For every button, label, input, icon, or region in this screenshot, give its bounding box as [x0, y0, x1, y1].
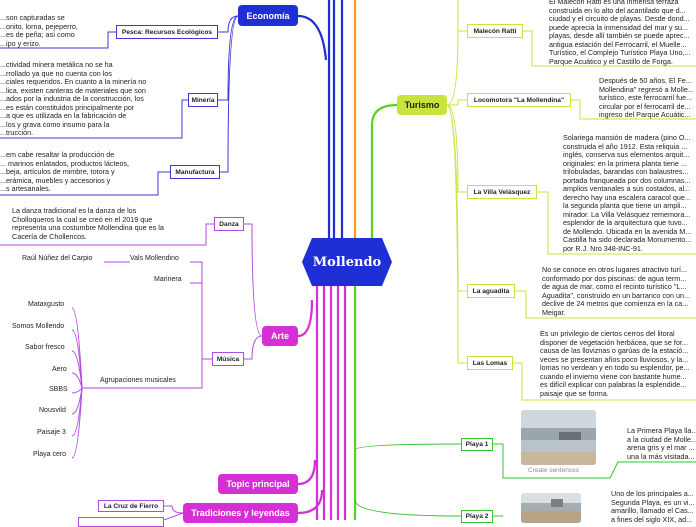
central-topic-label: Mollendo	[312, 254, 382, 270]
cruz-de-fierro-node[interactable]: La Cruz de Fierro	[98, 500, 164, 512]
agrupacion-item[interactable]: Somos Mollendo	[12, 323, 65, 330]
raul-nunez-item[interactable]: Raúl Núñez del Carpio	[22, 255, 93, 262]
agrupacion-item[interactable]: Paisaje 3	[37, 429, 66, 436]
agrupacion-item[interactable]: Nousvild	[39, 407, 66, 414]
pesca-node[interactable]: Pesca: Recursos Ecológicos	[116, 25, 218, 39]
malecon-node[interactable]: Malecón Ratti	[467, 24, 523, 38]
manufactura-description: ...em cabe resaltar la producción de ...…	[0, 150, 130, 193]
playa2-description: Uno de los principales a... Segunda Play…	[611, 489, 695, 524]
musica-node[interactable]: Música	[212, 352, 244, 366]
tradiciones-subnode[interactable]	[78, 517, 164, 527]
agrupacion-item[interactable]: Mataxgusto	[28, 301, 65, 308]
pesca-description: ...son capturadas se ...onito, lorna, pe…	[0, 13, 78, 48]
arte-node[interactable]: Arte	[262, 326, 298, 346]
agrupaciones-node[interactable]: Agrupaciones musicales	[100, 377, 176, 384]
turismo-node[interactable]: Turismo	[397, 95, 447, 115]
playa1-node[interactable]: Playa 1	[461, 438, 493, 451]
villa-velasquez-node[interactable]: La Villa Velásquez	[467, 185, 537, 199]
danza-description: La danza tradicional es la danza de los …	[12, 206, 164, 241]
aguadita-node[interactable]: La aguadita	[467, 284, 515, 298]
manufactura-node[interactable]: Manufactura	[170, 165, 220, 179]
marinera-item[interactable]: Marinera	[154, 276, 182, 283]
topic-principal-node[interactable]: Topic principal	[218, 474, 298, 494]
playa2-node[interactable]: Playa 2	[461, 510, 493, 523]
lomas-node[interactable]: Las Lomas	[467, 356, 513, 370]
locomotora-description: Después de 50 años, El Fe... Mollendina"…	[599, 76, 694, 119]
playa1-caption: Create sentences	[528, 467, 579, 474]
agrupacion-item[interactable]: Sabor fresco	[25, 344, 65, 351]
agrupacion-item[interactable]: Aero	[52, 366, 67, 373]
branch-trunks	[297, 0, 398, 520]
agrupacion-item[interactable]: SBBS	[49, 386, 68, 393]
economia-node[interactable]: Economía	[238, 5, 298, 26]
villa-velasquez-description: Solariega mansión de madera (pino O... c…	[563, 133, 692, 253]
malecon-description: El Malecón Ratti es una inmensa terraza …	[549, 0, 691, 66]
tradiciones-node[interactable]: Tradiciones y leyendas	[183, 503, 298, 523]
playa1-photo	[521, 410, 596, 465]
locomotora-node[interactable]: Locomotora "La Mollendina"	[467, 93, 571, 107]
danza-node[interactable]: Danza	[214, 217, 244, 231]
lomas-description: Es un privilegio de ciertos cerros del l…	[540, 329, 690, 398]
mineria-node[interactable]: Minería	[188, 93, 218, 107]
playa2-photo	[521, 493, 581, 523]
vals-mollendino-item[interactable]: Vals Mollendino	[130, 255, 179, 262]
playa1-description: La Primera Playa lla... a la ciudad de M…	[627, 426, 696, 461]
aguadita-description: No se conoce en otros lugares atractivo …	[542, 265, 690, 317]
mineria-description: ...ctividad minera metálica no se ha ...…	[0, 60, 147, 137]
central-topic-shape	[302, 238, 392, 286]
agrupacion-item[interactable]: Playa cero	[33, 451, 67, 458]
central-topic[interactable]: Mollendo	[302, 238, 392, 286]
